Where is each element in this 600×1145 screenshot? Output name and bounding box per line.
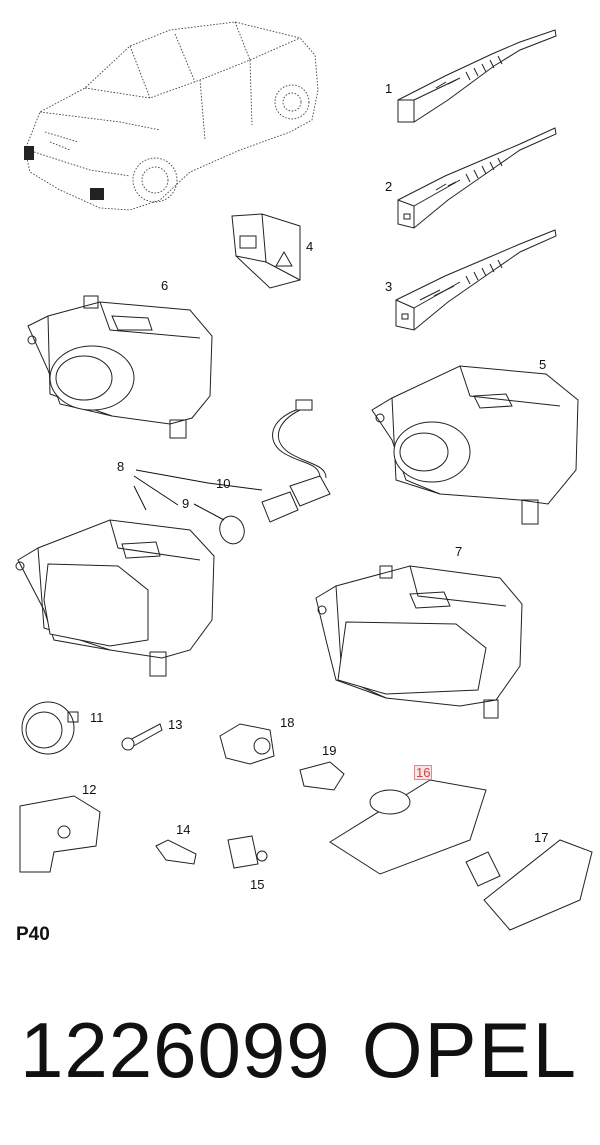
bracket-12 <box>19 795 101 873</box>
callout-14: 14 <box>176 822 191 837</box>
clip-nut-15 <box>227 835 268 869</box>
bulb-holder-18 <box>219 723 275 765</box>
fog-lamp-7 <box>315 565 523 719</box>
callout-11: 11 <box>90 710 104 725</box>
callout-7: 7 <box>455 544 463 559</box>
clip-14 <box>155 839 197 865</box>
fog-lamp-8 <box>15 519 215 677</box>
callout-8: 8 <box>117 459 125 474</box>
stalk-switch-3 <box>395 229 557 331</box>
brand-name: OPEL <box>361 1006 578 1094</box>
callout-13: 13 <box>168 717 183 732</box>
callout-1: 1 <box>385 81 393 96</box>
side-marker-17 <box>465 839 593 931</box>
callout-16: 16 <box>414 765 433 780</box>
screw-13 <box>121 723 163 751</box>
car-illustration <box>24 21 319 211</box>
lens-9 <box>219 515 245 545</box>
stalk-switch-1 <box>397 29 557 123</box>
fog-lamp-6 <box>27 295 213 439</box>
bulb-harness-10 <box>261 399 331 523</box>
side-marker-16 <box>329 779 487 875</box>
callout-5: 5 <box>539 357 547 372</box>
callout-19: 19 <box>322 743 337 758</box>
callout-2: 2 <box>385 179 393 194</box>
callout-17: 17 <box>534 830 549 845</box>
page-code: P40 <box>16 924 50 945</box>
callout-6: 6 <box>161 278 169 293</box>
callout-4: 4 <box>306 239 314 254</box>
callout-12: 12 <box>82 782 97 797</box>
round-fog-lamp-11 <box>21 701 79 755</box>
callout-3: 3 <box>385 279 393 294</box>
hazard-switch-4 <box>231 213 301 289</box>
stalk-switch-2 <box>397 127 557 229</box>
fog-lamp-5 <box>371 365 579 525</box>
part-number: 1226099 <box>20 1006 331 1094</box>
callout-15: 15 <box>250 877 265 892</box>
bulb-19 <box>299 761 345 791</box>
callout-9: 9 <box>182 496 190 511</box>
callout-10: 10 <box>216 476 231 491</box>
callout-18: 18 <box>280 715 295 730</box>
parts-exploded-diagram <box>15 21 593 931</box>
